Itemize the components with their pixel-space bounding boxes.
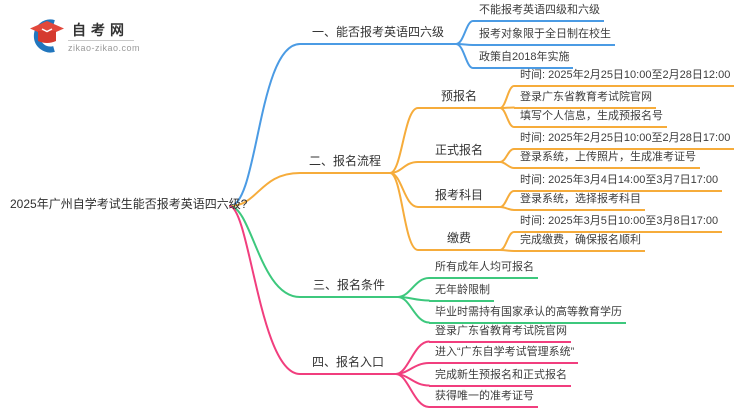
connector bbox=[229, 43, 301, 207]
branch-4-leaf-3[interactable]: 完成新生预报名和正式报名 bbox=[429, 368, 571, 387]
branch-2-sub-3-leaf-2[interactable]: 登录系统，选择报考科目 bbox=[514, 192, 645, 211]
connector bbox=[397, 277, 430, 298]
branch-2-sub-1-leaf-1[interactable]: 时间: 2025年2月25日10:00至2月28日12:00 bbox=[514, 68, 735, 87]
logo-divider bbox=[68, 40, 134, 41]
connector bbox=[229, 205, 301, 298]
branch-4-connectors bbox=[229, 205, 430, 408]
graduation-cap-icon bbox=[30, 19, 64, 53]
connector bbox=[395, 373, 430, 408]
branch-2-sub-4-leaf-1[interactable]: 时间: 2025年3月5日10:00至3月8日17:00 bbox=[514, 214, 723, 233]
branch-3-leaf-2[interactable]: 无年龄限制 bbox=[429, 283, 494, 302]
connector bbox=[499, 190, 515, 208]
branch-4-leaf-1[interactable]: 登录广东省教育考试院官网 bbox=[429, 324, 571, 343]
branch-2-sub-2-leaf-2[interactable]: 登录系统，上传照片，生成准考证号 bbox=[514, 150, 700, 169]
connector bbox=[229, 205, 301, 375]
connector bbox=[499, 206, 515, 211]
connector bbox=[389, 172, 419, 251]
connector bbox=[389, 161, 419, 174]
connector bbox=[499, 161, 515, 169]
connector bbox=[389, 107, 419, 174]
site-logo: 自考网 zikao-zikao.com bbox=[26, 16, 156, 60]
brand-domain: zikao-zikao.com bbox=[68, 43, 141, 53]
connector bbox=[395, 362, 430, 375]
branch-2-sub-1-leaf-3[interactable]: 填写个人信息，生成预报名号 bbox=[514, 109, 667, 128]
branch-3-connectors bbox=[229, 205, 430, 324]
branch-2-connectors bbox=[229, 85, 515, 252]
branch-1-leaf-2[interactable]: 报考对象限于全日制在校生 bbox=[473, 27, 615, 46]
connector bbox=[397, 296, 430, 324]
branch-1-leaf-1[interactable]: 不能报考英语四级和六级 bbox=[473, 3, 604, 22]
branch-4-label[interactable]: 四、报名入口 bbox=[300, 354, 396, 375]
branch-1-label[interactable]: 一、能否报考英语四六级 bbox=[300, 24, 456, 45]
branch-2-label[interactable]: 二、报名流程 bbox=[300, 153, 390, 174]
connector bbox=[499, 249, 515, 252]
branch-2-sub-1-leaf-2[interactable]: 登录广东省教育考试院官网 bbox=[514, 90, 656, 109]
connector bbox=[499, 107, 515, 128]
connector bbox=[455, 20, 474, 45]
branch-2-sub-2-label[interactable]: 正式报名 bbox=[418, 142, 500, 163]
connector bbox=[499, 231, 515, 251]
connector bbox=[229, 172, 301, 207]
connector bbox=[395, 340, 430, 375]
branch-4-leaf-4[interactable]: 获得唯一的准考证号 bbox=[429, 389, 538, 408]
branch-3-leaf-1[interactable]: 所有成年人均可报名 bbox=[429, 260, 538, 279]
branch-3-label[interactable]: 三、报名条件 bbox=[300, 277, 398, 298]
branch-4-leaf-2[interactable]: 进入“广东自学考试管理系统” bbox=[429, 345, 579, 364]
branch-2-sub-4-leaf-2[interactable]: 完成缴费，确保报名顺利 bbox=[514, 233, 645, 252]
root-node[interactable]: 2025年广州自学考试生能否报考英语四六级? bbox=[10, 197, 248, 211]
branch-1-connectors bbox=[229, 20, 474, 207]
connector bbox=[455, 43, 474, 69]
brand-name: 自考网 bbox=[72, 22, 129, 38]
branch-2-sub-3-leaf-1[interactable]: 时间: 2025年3月4日14:00至3月7日17:00 bbox=[514, 173, 723, 192]
branch-2-sub-1-label[interactable]: 预报名 bbox=[418, 88, 500, 109]
branch-2-sub-4-label[interactable]: 缴费 bbox=[418, 230, 500, 251]
connector bbox=[499, 85, 515, 109]
branch-1-leaf-3[interactable]: 政策自2018年实施 bbox=[473, 50, 574, 69]
connector bbox=[499, 148, 515, 163]
branch-3-leaf-3[interactable]: 毕业时需持有国家承认的高等教育学历 bbox=[429, 305, 626, 324]
branch-2-sub-3-label[interactable]: 报考科目 bbox=[418, 187, 500, 208]
branch-2-sub-2-leaf-1[interactable]: 时间: 2025年2月25日10:00至2月28日17:00 bbox=[514, 131, 735, 150]
